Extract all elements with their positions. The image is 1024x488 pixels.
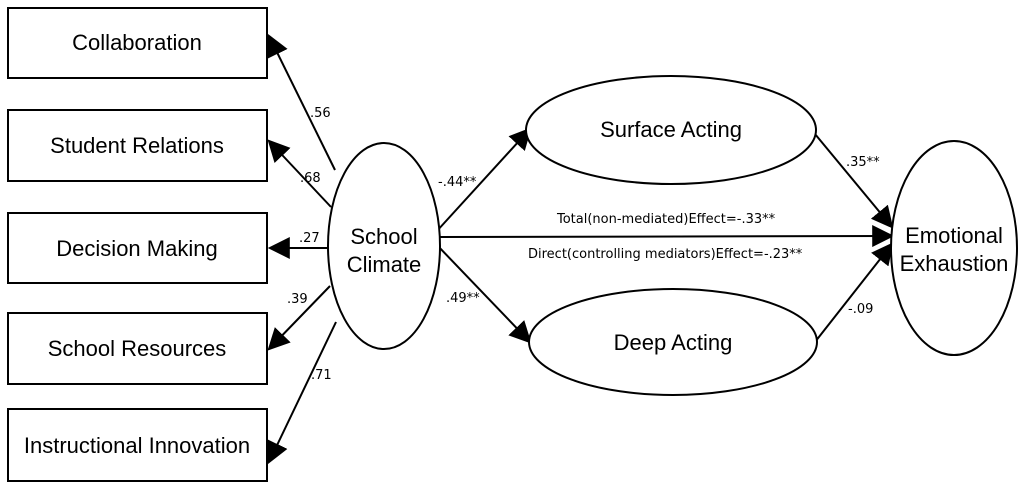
latent-deep-acting: Deep Acting bbox=[528, 288, 818, 396]
loading-student-relations: .68 bbox=[300, 171, 321, 186]
loading-arrow-instructional-innovation bbox=[267, 321, 337, 464]
path-surface-to-exhaustion bbox=[814, 133, 894, 229]
deep-acting-label: Deep Acting bbox=[614, 330, 733, 355]
loading-arrow-collaboration bbox=[267, 34, 336, 171]
indicator-student-relations-label: Student Relations bbox=[50, 133, 224, 158]
emotional-exhaustion-label-line1: Emotional bbox=[905, 223, 1003, 248]
path-coef-climate-deep: .49** bbox=[446, 291, 480, 306]
indicator-collaboration: Collaboration bbox=[7, 7, 268, 79]
path-coef-climate-surface: -.44** bbox=[438, 175, 477, 190]
total-effect-label: Total(non-mediated)Effect=-.33** bbox=[556, 212, 776, 227]
path-climate-to-surface bbox=[435, 127, 532, 233]
path-coef-deep-exhaustion: -.09 bbox=[848, 302, 873, 317]
indicator-instructional-innovation-label: Instructional Innovation bbox=[24, 433, 250, 458]
indicator-school-resources: School Resources bbox=[7, 312, 268, 385]
indicator-collaboration-label: Collaboration bbox=[72, 30, 202, 55]
surface-acting-label: Surface Acting bbox=[600, 117, 742, 142]
path-climate-to-exhaustion bbox=[439, 225, 895, 248]
indicator-instructional-innovation: Instructional Innovation bbox=[7, 408, 268, 482]
loading-decision-making: .27 bbox=[299, 231, 320, 246]
path-deep-to-exhaustion bbox=[814, 242, 894, 343]
indicator-student-relations: Student Relations bbox=[7, 109, 268, 182]
latent-surface-acting: Surface Acting bbox=[525, 75, 817, 185]
indicator-school-resources-label: School Resources bbox=[48, 336, 227, 361]
loading-collaboration: .56 bbox=[310, 106, 331, 121]
loading-instructional-innovation: .71 bbox=[311, 368, 332, 383]
school-climate-label-line2: Climate bbox=[347, 252, 422, 277]
indicator-decision-making: Decision Making bbox=[7, 212, 268, 284]
indicator-decision-making-label: Decision Making bbox=[56, 236, 217, 261]
latent-school-climate: School Climate bbox=[327, 142, 441, 350]
emotional-exhaustion-label-line2: Exhaustion bbox=[900, 251, 1009, 276]
path-coef-surface-exhaustion: .35** bbox=[846, 155, 880, 170]
latent-emotional-exhaustion: Emotional Exhaustion bbox=[890, 140, 1018, 356]
path-climate-to-deep bbox=[435, 243, 532, 344]
loading-school-resources: .39 bbox=[287, 292, 308, 307]
direct-effect-label: Direct(controlling mediators)Effect=-.23… bbox=[528, 247, 803, 262]
loading-arrow-student-relations bbox=[267, 139, 332, 208]
loading-arrow-school-resources bbox=[267, 285, 331, 351]
school-climate-label-line1: School bbox=[350, 224, 417, 249]
